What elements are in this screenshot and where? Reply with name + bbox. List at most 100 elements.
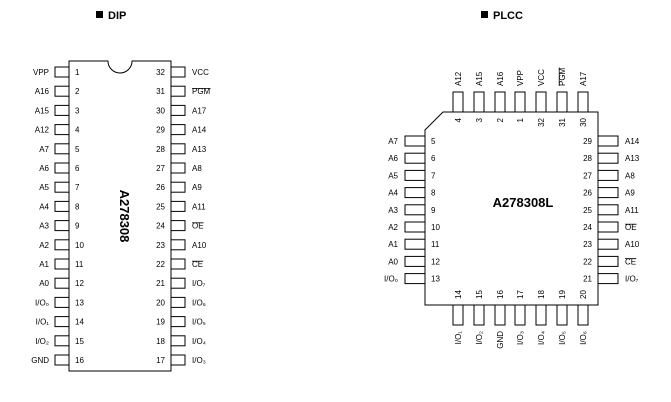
plcc-pin-lead <box>577 304 589 326</box>
plcc-pin-lead <box>404 238 426 250</box>
plcc-pin-label: A10 <box>625 240 640 249</box>
dip-pin-label: A1 <box>39 260 49 269</box>
dip-part-number: A278308 <box>117 190 132 243</box>
plcc-pin-lead <box>597 238 619 250</box>
dip-pin-lead <box>170 200 186 212</box>
dip-pin-number: 12 <box>75 279 84 288</box>
plcc-pin-number: 12 <box>431 257 440 266</box>
dip-pin-label: PGM <box>192 87 211 96</box>
plcc-pin-23: 23 A10 <box>583 238 640 250</box>
plcc-pin-number: 10 <box>431 223 440 232</box>
plcc-pin-number: 30 <box>579 117 588 126</box>
plcc-pin-label: GND <box>496 331 505 349</box>
plcc-pin-lead <box>514 91 526 113</box>
plcc-pin-lead <box>404 187 426 199</box>
plcc-pin-29: 29 A14 <box>583 135 640 147</box>
plcc-pin-lead <box>556 304 568 326</box>
plcc-pin-number: 31 <box>558 117 567 126</box>
plcc-pin-number: 29 <box>583 137 592 146</box>
dip-pin-lead <box>54 200 70 212</box>
plcc-pin-label: CE <box>625 257 636 266</box>
dip-pin-number: 13 <box>75 298 84 307</box>
plcc-pin-label: A8 <box>625 171 635 180</box>
dip-title-bullet <box>96 11 103 18</box>
dip-pin-label: I/O₂ <box>35 337 49 346</box>
dip-pin-label: I/O₇ <box>192 279 206 288</box>
plcc-pin-label: A4 <box>388 189 398 198</box>
dip-pin-number: 8 <box>75 202 80 211</box>
plcc-pin-number: 23 <box>583 240 592 249</box>
dip-pin-lead <box>54 335 70 347</box>
dip-pin-lead <box>54 104 70 116</box>
dip-pin-lead <box>54 181 70 193</box>
plcc-pin-lead <box>473 91 485 113</box>
dip-pin-lead <box>54 124 70 136</box>
plcc-pin-label: I/O₇ <box>625 275 639 284</box>
dip-pin-label: A2 <box>39 241 49 250</box>
dip-pin-label: A5 <box>39 183 49 192</box>
plcc-pin-31: PGM 31 <box>556 67 568 127</box>
plcc-pin-label: A5 <box>388 171 398 180</box>
dip-pin-lead <box>54 316 70 328</box>
dip-pin-lead <box>54 143 70 155</box>
dip-pin-label: I/O₁ <box>36 318 50 327</box>
dip-title: DIP <box>108 10 126 22</box>
plcc-pin-label: A7 <box>388 137 398 146</box>
plcc-pin-label: A12 <box>454 71 463 86</box>
plcc-pin-number: 21 <box>583 275 592 284</box>
dip-pin-lead <box>54 354 70 366</box>
dip-pin-label: GND <box>31 356 49 365</box>
dip-pin-number: 5 <box>75 145 80 154</box>
plcc-pin-lead <box>494 91 506 113</box>
dip-pin-15: I/O₂ 15 <box>35 335 84 347</box>
plcc-pin-label: A14 <box>625 137 640 146</box>
dip-pin-lead <box>54 258 70 270</box>
plcc-pin-label: A2 <box>388 223 398 232</box>
plcc-pin-2: A16 2 <box>494 71 506 122</box>
plcc-pin-label: PGM <box>558 67 567 86</box>
plcc-pin-17: 17I/O₃ <box>514 290 526 345</box>
dip-pin-label: I/O₀ <box>35 298 49 307</box>
plcc-pin-19: 19I/O₅ <box>556 290 568 345</box>
dip-pin-label: I/O₄ <box>192 337 206 346</box>
plcc-section: PLCC A278308L A124A153A162VPP1VCC32PGM31… <box>384 10 640 349</box>
plcc-pin-label: A11 <box>625 206 639 215</box>
plcc-pin-label: A15 <box>475 71 484 86</box>
dip-pin-number: 24 <box>156 222 165 231</box>
dip-pin-lead <box>170 124 186 136</box>
dip-pin-label: A9 <box>192 183 202 192</box>
dip-pin-number: 15 <box>75 337 84 346</box>
plcc-pin-20: 20I/O₆ <box>577 290 589 345</box>
dip-pin-lead <box>54 239 70 251</box>
plcc-pin-label: A17 <box>579 71 588 86</box>
plcc-pin-number: 2 <box>496 117 505 122</box>
dip-pin-label: A15 <box>35 106 50 115</box>
plcc-pin-number: 32 <box>537 117 546 126</box>
plcc-pin-label: A16 <box>496 71 505 86</box>
dip-pin-label: A14 <box>192 126 207 135</box>
dip-pin-number: 20 <box>156 298 165 307</box>
plcc-title-bullet <box>481 11 488 18</box>
plcc-pin-21: 21 I/O₇ <box>583 273 639 285</box>
plcc-pin-number: 15 <box>475 290 484 299</box>
